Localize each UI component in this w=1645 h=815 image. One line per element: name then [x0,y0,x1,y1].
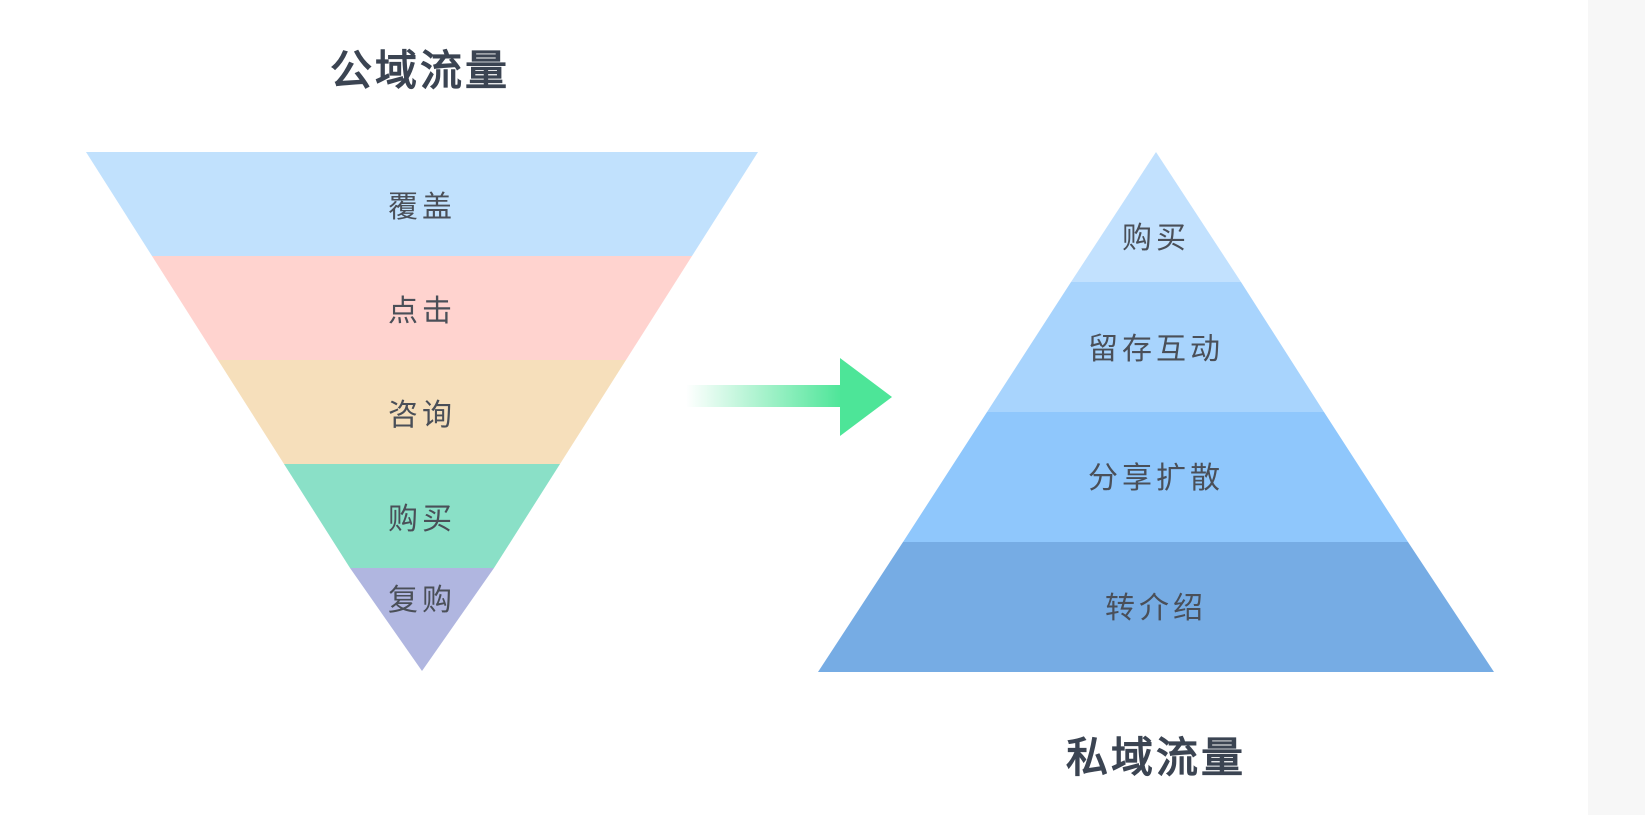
funnel: 覆盖 点击 咨询 购买 复购 [86,152,758,671]
funnel-layer-2 [152,256,692,360]
funnel-layer-3 [218,360,626,464]
pyramid-layer-3-label: 分享扩散 [1088,461,1224,496]
pyramid-layer-4-label: 转介绍 [1105,591,1207,626]
funnel-layer-1 [86,152,758,256]
arrow-head [840,358,892,436]
pyramid-layer-3 [903,412,1408,542]
funnel-layer-4 [284,464,560,568]
pyramid: 购买 留存互动 分享扩散 转介绍 [818,152,1494,672]
funnel-layer-1-label: 覆盖 [388,190,456,225]
funnel-layer-2-label: 点击 [388,294,456,329]
transition-arrow [686,358,892,436]
arrow-shaft [686,385,842,407]
pyramid-layer-1-label: 购买 [1122,221,1190,256]
pyramid-title: 私域流量 [1066,733,1246,782]
pyramid-layer-1 [1071,152,1241,282]
funnel-layer-5-label: 复购 [388,583,456,618]
funnel-layer-5 [350,568,494,671]
pyramid-layer-2-label: 留存互动 [1088,332,1224,367]
funnel-title: 公域流量 [330,46,510,95]
pyramid-layer-4 [818,542,1494,672]
funnel-layer-4-label: 购买 [388,502,456,537]
pyramid-layer-2 [987,282,1324,412]
page-right-margin [1588,0,1645,815]
funnel-layer-3-label: 咨询 [388,398,456,433]
